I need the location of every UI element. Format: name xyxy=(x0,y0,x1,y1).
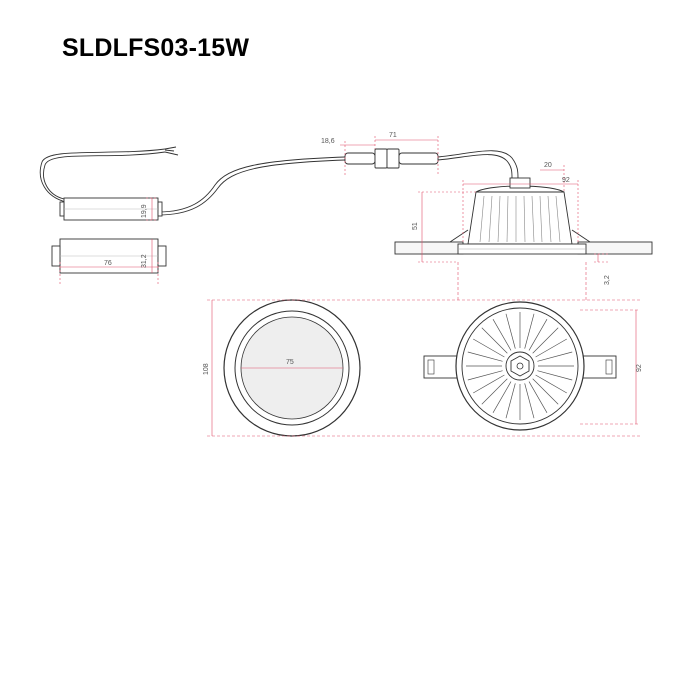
dim-driver-width: 31,2 xyxy=(141,254,148,268)
heat-sink-fin xyxy=(537,351,573,362)
lamp-side-view xyxy=(449,177,591,255)
dim-connector-long: 71 xyxy=(389,132,397,139)
cable-connector xyxy=(344,148,439,169)
heat-sink-fin xyxy=(535,338,567,358)
heat-sink-fin xyxy=(467,370,503,381)
dim-outer-diameter: 108 xyxy=(203,363,210,375)
dim-connector-short: 18,6 xyxy=(321,138,335,145)
dim-cutout: 92 xyxy=(562,177,570,184)
heat-sink-fin xyxy=(492,319,512,351)
heat-sink-fin xyxy=(532,378,559,405)
heat-sink-fin xyxy=(528,381,548,413)
heat-sink-fin xyxy=(524,313,535,349)
dim-flange: 20 xyxy=(544,162,552,169)
dim-driver-height: 19,9 xyxy=(141,204,148,218)
heat-sink-fin xyxy=(537,370,573,381)
heat-sink-fin xyxy=(505,383,516,419)
heat-sink-fin xyxy=(524,383,535,419)
heat-sink-fin xyxy=(473,338,505,358)
heat-sink-fins xyxy=(466,312,574,420)
dimension-labels: 18,6 71 19,9 31,2 76 51 20 92 3,2 108 75… xyxy=(104,132,643,375)
lamp-back-view xyxy=(423,301,617,431)
dim-lamp-height: 51 xyxy=(412,222,419,230)
heat-sink-fin xyxy=(481,378,508,405)
heat-sink-fin xyxy=(532,327,559,354)
heat-sink-fin xyxy=(481,327,508,354)
dim-lens-diameter: 75 xyxy=(286,359,294,366)
heat-sink-fin xyxy=(505,313,516,349)
ceiling-section xyxy=(394,241,653,255)
heat-sink-fin xyxy=(528,319,548,351)
dim-trim-thickness: 3,2 xyxy=(604,275,611,285)
driver-side-view xyxy=(59,197,163,221)
heat-sink-fin xyxy=(492,381,512,413)
product-title: SLDLFS03-15W xyxy=(62,34,250,62)
dim-driver-length: 76 xyxy=(104,260,112,267)
dimension-lines xyxy=(59,136,640,437)
heat-sink-fin xyxy=(473,374,505,394)
dim-body-diameter: 92 xyxy=(636,364,643,372)
driver-top-view xyxy=(51,238,167,274)
cables xyxy=(39,146,519,216)
heat-sink-fin xyxy=(467,351,503,362)
heat-sink-fin xyxy=(535,374,567,394)
